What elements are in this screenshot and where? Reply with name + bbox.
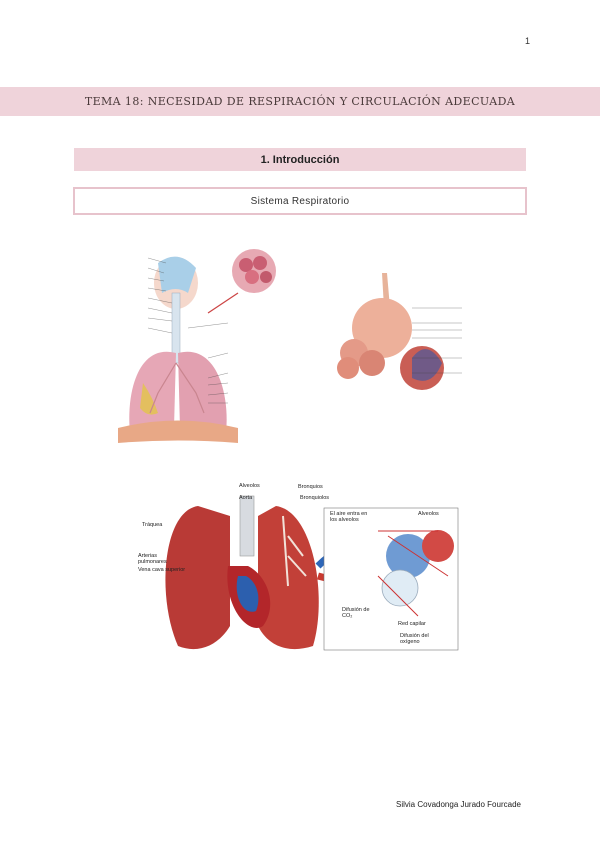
title-band: TEMA 18: NECESIDAD DE RESPIRACIÓN Y CIRC… <box>0 87 600 116</box>
label-vena-cava: Vena cava superior <box>138 568 186 574</box>
label-difusion-co2: Difusión de CO₂ <box>342 608 372 620</box>
subsection-title: Sistema Respiratorio <box>251 196 350 207</box>
label-alveolos-right: Alveolos <box>418 512 439 518</box>
label-aorta: Aorta <box>239 496 252 502</box>
alveoli-figure <box>312 268 492 408</box>
alveoli-illustration <box>312 268 492 408</box>
page-number: 1 <box>525 36 530 46</box>
label-bronquiolos: Bronquiolos <box>300 496 329 502</box>
label-difusion-oxigeno: Difusión del oxígeno <box>400 634 446 646</box>
circulation-figure: Alveolos Aorta Tráquea Arterias pulmonar… <box>138 476 466 662</box>
section-heading: 1. Introducción <box>74 148 526 171</box>
label-arterias-pulmonares: Arterias pulmonares <box>138 554 186 566</box>
page-title: TEMA 18: NECESIDAD DE RESPIRACIÓN Y CIRC… <box>85 95 515 108</box>
footer-author: Silvia Covadonga Jurado Fourcade <box>396 800 521 809</box>
label-red-capilar: Red capilar <box>398 622 426 628</box>
respiratory-system-figure <box>88 233 306 473</box>
section-heading-text: 1. Introducción <box>261 154 340 166</box>
label-alveolos-top: Alveolos <box>239 484 260 490</box>
label-traquea: Tráquea <box>142 523 162 529</box>
label-bronquios: Bronquios <box>298 485 323 491</box>
subsection-box: Sistema Respiratorio <box>73 187 527 215</box>
respiratory-system-illustration <box>88 233 306 473</box>
label-aire-entra: El aire entra en los alveolos <box>330 512 372 524</box>
